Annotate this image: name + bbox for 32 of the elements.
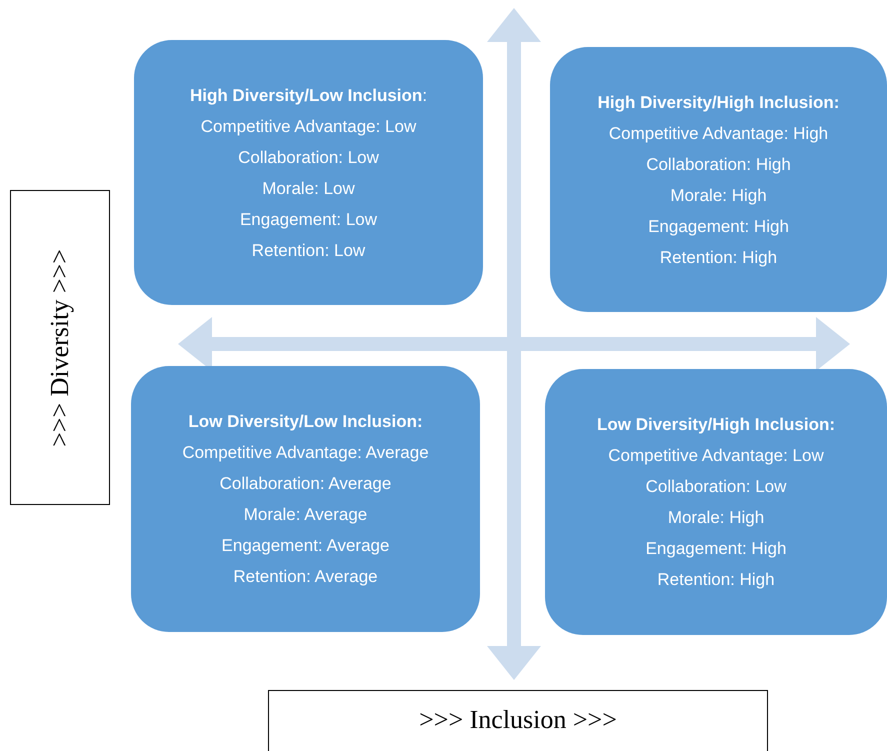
quadrant-rating: Collaboration: Low bbox=[238, 146, 379, 168]
quadrant-rating: Retention: Average bbox=[233, 566, 378, 588]
axis-label-box bbox=[10, 190, 110, 505]
quadrant-rating: Competitive Advantage: High bbox=[608, 122, 828, 144]
quadrant-rating: Retention: Low bbox=[252, 240, 366, 262]
quadrant-heading: Low Diversity/High Inclusion: bbox=[596, 414, 836, 436]
quadrant-rating: Collaboration: High bbox=[646, 154, 791, 176]
quadrant-rating: Collaboration: Average bbox=[220, 473, 392, 495]
quadrant-rating: Engagement: High bbox=[648, 216, 789, 238]
quadrant-rating: Morale: High bbox=[668, 507, 764, 529]
quadrant-rating: Collaboration: Low bbox=[646, 476, 786, 498]
quadrant-rating: Engagement: Low bbox=[240, 208, 378, 230]
quadrant-rating: Retention: High bbox=[657, 569, 775, 591]
quadrant-rating: Morale: Average bbox=[244, 504, 368, 526]
quadrant-heading: Low Diversity/Low Inclusion: bbox=[188, 411, 423, 433]
quadrant-rating: Competitive Advantage: Low bbox=[200, 116, 416, 138]
quadrant-box bbox=[550, 47, 887, 312]
quadrant-rating: Competitive Advantage: Low bbox=[608, 445, 824, 467]
quadrant-rating: Morale: Low bbox=[262, 178, 355, 200]
quadrant-heading: High Diversity/High Inclusion: bbox=[598, 92, 840, 114]
quadrant-heading: High Diversity/Low Inclusion: bbox=[190, 84, 428, 107]
quadrant-box bbox=[131, 366, 480, 632]
axis-label: >>> Inclusion >>> bbox=[419, 705, 617, 735]
axis-label: >>> Diversity >>> bbox=[45, 248, 75, 446]
quadrant-rating: Engagement: Average bbox=[222, 535, 390, 557]
quadrant-rating: Retention: High bbox=[660, 246, 778, 268]
quadrant-box bbox=[545, 369, 887, 635]
axis-label-box bbox=[268, 690, 768, 751]
quadrant-rating: Competitive Advantage: Average bbox=[182, 442, 429, 464]
quadrant-box bbox=[134, 40, 483, 305]
quadrant-rating: Engagement: High bbox=[646, 538, 786, 560]
quadrant-rating: Morale: High bbox=[670, 184, 767, 206]
